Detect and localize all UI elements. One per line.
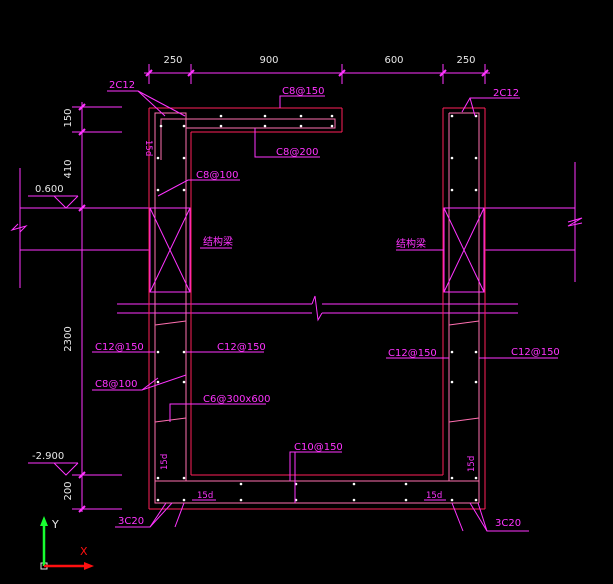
elevation-lower-label: -2.900	[32, 451, 64, 462]
label-15d-bottom-right: 15d	[426, 491, 442, 501]
dim-left-4: 200	[63, 481, 74, 500]
label-2c12-left: 2C12	[109, 80, 135, 91]
label-top-stirrup: C8@200	[276, 147, 318, 158]
label-wall-left-outer: C12@150	[95, 342, 144, 353]
rebar-dots	[156, 114, 478, 502]
label-15d-bottom-left: 15d	[197, 491, 213, 501]
dim-top-4: 250	[456, 55, 475, 66]
label-top-bars: C8@150	[282, 86, 324, 97]
dim-left-2: 410	[63, 159, 74, 178]
dim-top-2: 900	[259, 55, 278, 66]
ucs-x-label: X	[80, 545, 88, 558]
dim-left-3: 2300	[63, 326, 74, 351]
ucs-y-label: Y	[51, 518, 59, 531]
label-bottom-slab: C10@150	[294, 442, 343, 453]
dim-top-3: 600	[384, 55, 403, 66]
break-line	[117, 295, 518, 322]
elevation-mark-upper	[28, 195, 79, 209]
elevation-upper-label: 0.600	[35, 184, 64, 195]
left-dimension-chain	[72, 102, 122, 513]
label-beam-left: 结构梁	[203, 235, 233, 248]
label-wall-right-inner: C12@150	[388, 348, 437, 359]
label-wall-right-outer: C12@150	[511, 347, 560, 358]
leader-lines	[92, 90, 558, 532]
top-dimension-chain	[144, 64, 490, 84]
label-wall-left-inner: C12@150	[217, 342, 266, 353]
label-beam-right: 结构梁	[396, 237, 426, 250]
label-2c12-right: 2C12	[493, 88, 519, 99]
elevation-mark-lower	[28, 462, 79, 476]
label-15d-right-wall: 15d	[467, 456, 477, 472]
dim-left-1: 150	[63, 108, 74, 127]
beam-right-box	[443, 207, 485, 293]
dim-top-1: 250	[163, 55, 182, 66]
beam-left-box	[149, 207, 191, 293]
label-3c20-right: 3C20	[495, 518, 521, 529]
label-15d-top-left: 15d	[143, 140, 153, 156]
wall-outline	[148, 107, 486, 510]
label-c8-100-upper: C8@100	[196, 170, 238, 181]
rebar-lines	[154, 112, 480, 504]
x-axis-arrow-icon	[84, 562, 94, 570]
label-15d-left-wall: 15d	[160, 454, 170, 470]
right-beam-context	[485, 162, 583, 282]
label-tie: C6@300x600	[203, 394, 270, 405]
left-beam-context	[10, 168, 150, 288]
ucs-axis-icon: Y X	[40, 516, 94, 570]
y-axis-arrow-icon	[40, 516, 48, 526]
label-c8-100-lower: C8@100	[95, 379, 137, 390]
label-3c20-left: 3C20	[118, 516, 144, 527]
